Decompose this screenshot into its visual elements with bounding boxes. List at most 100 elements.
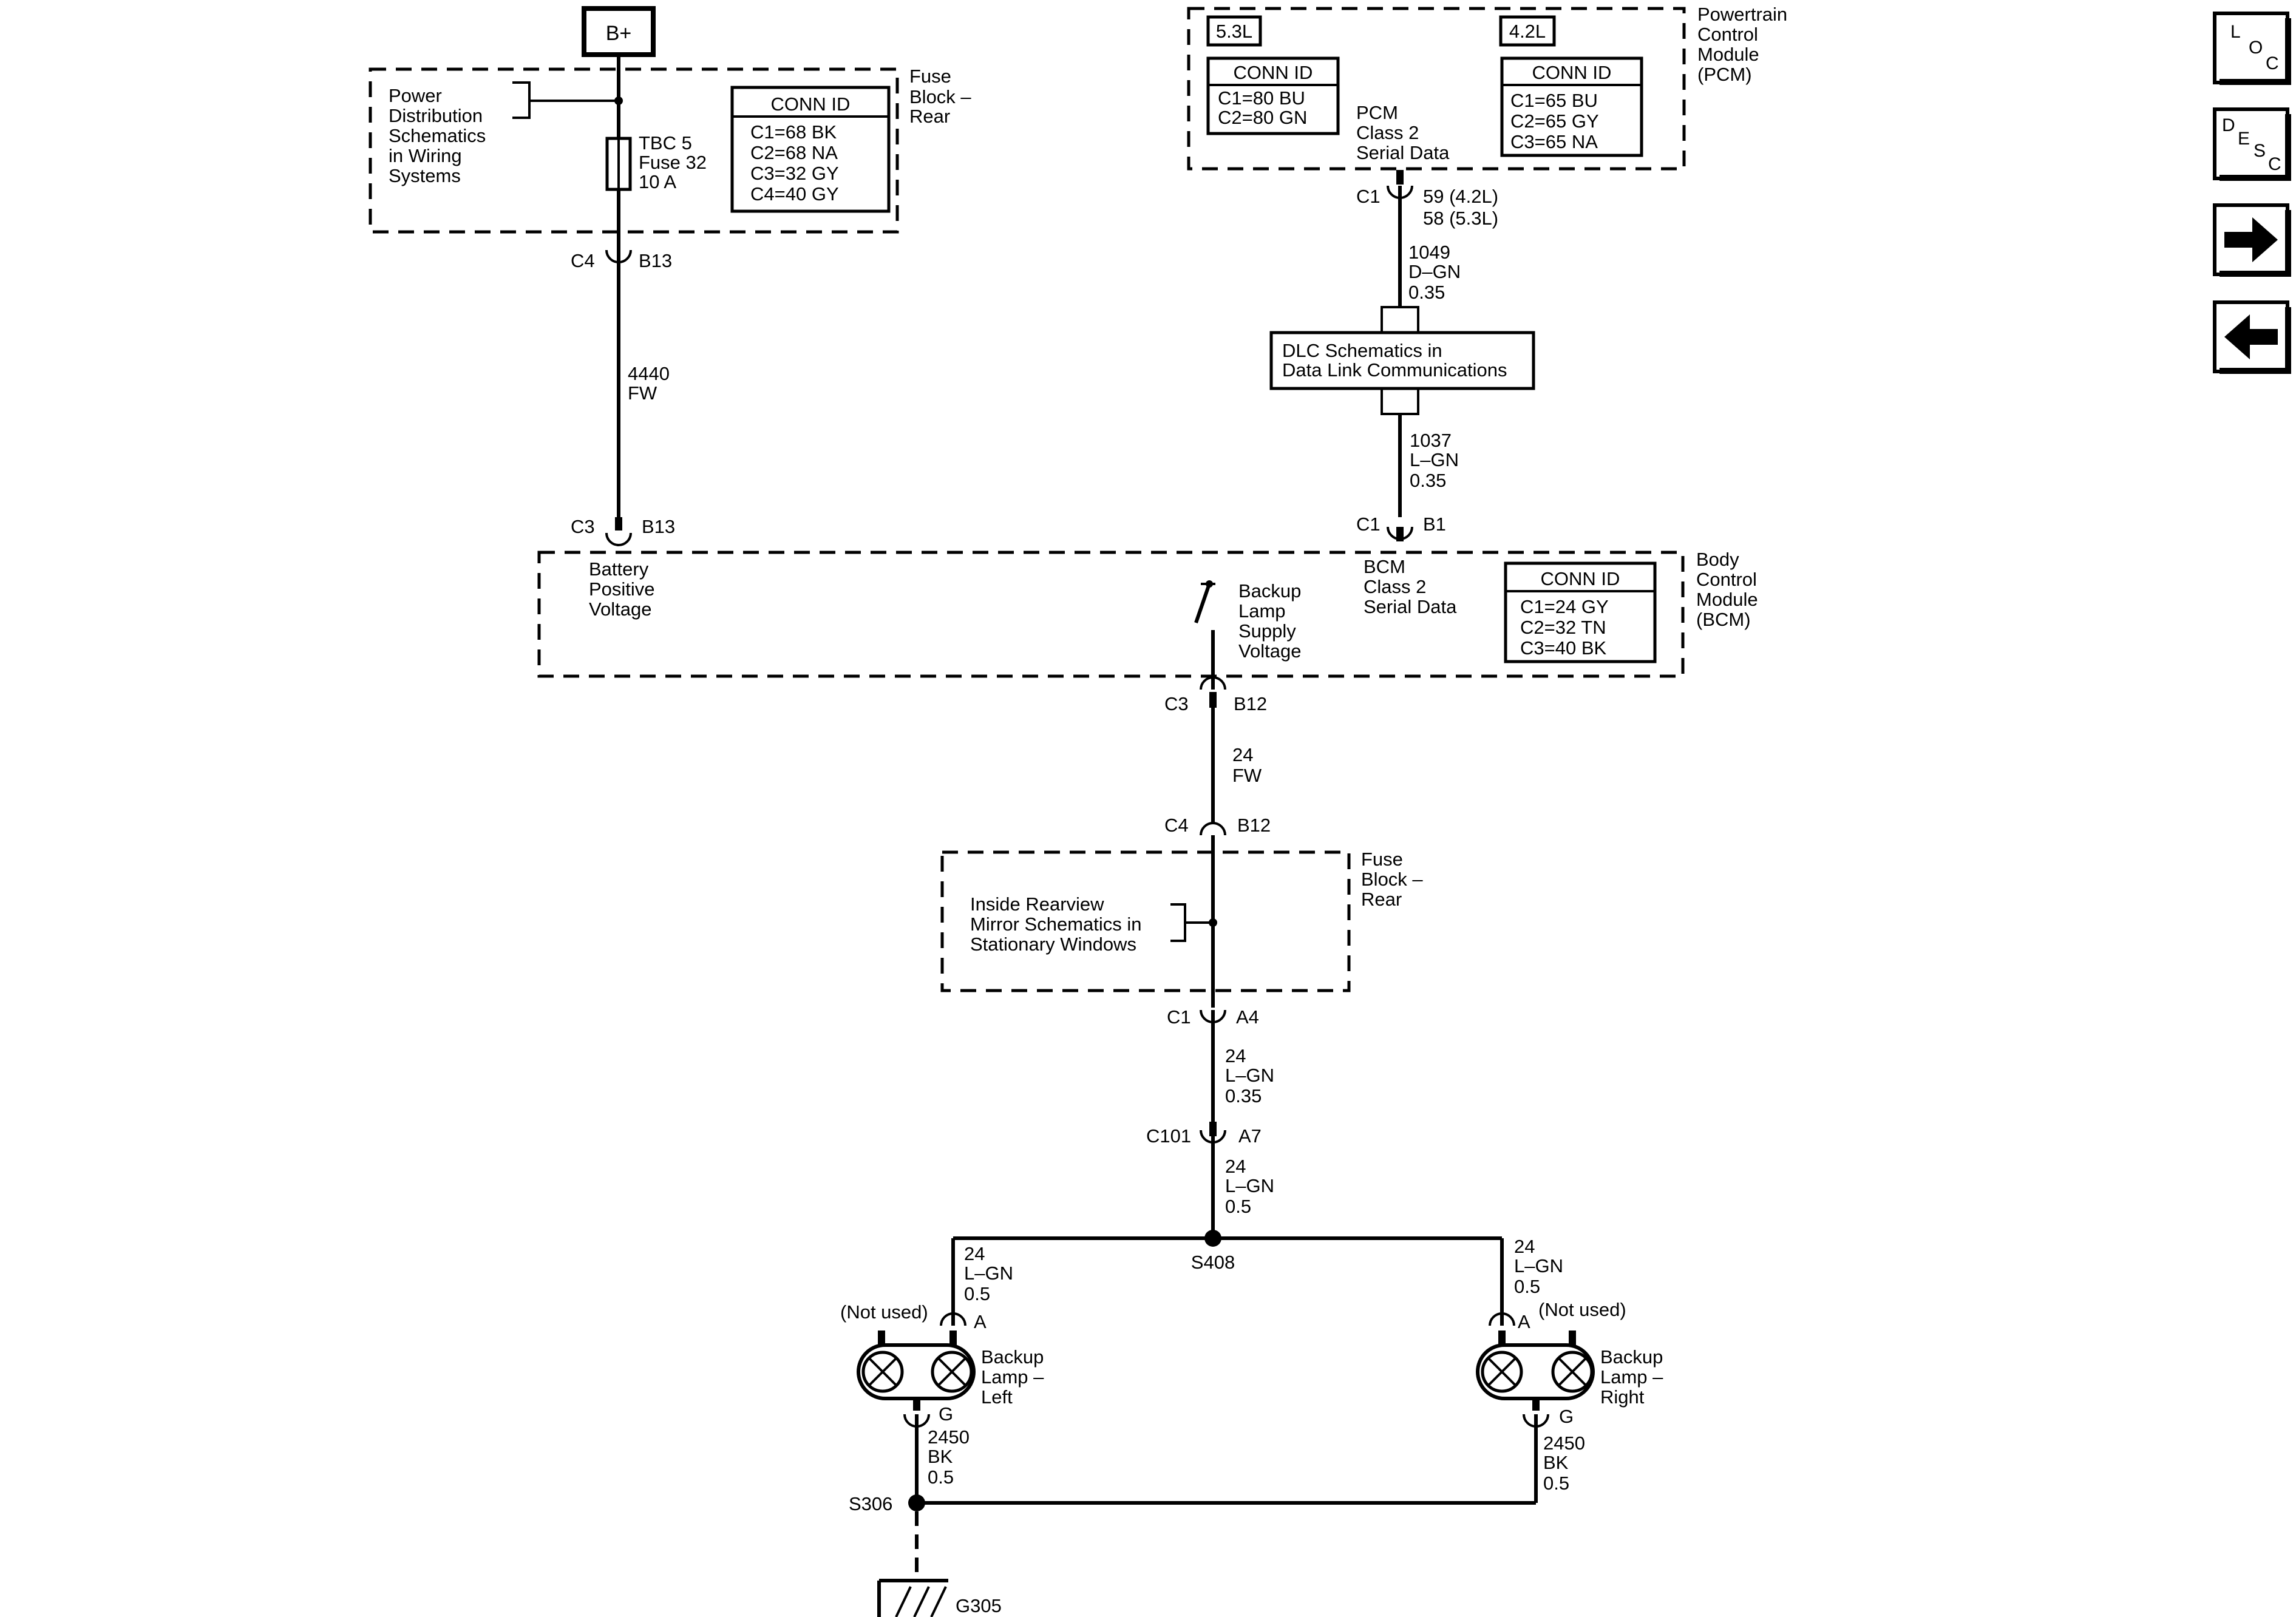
- pcm-title-2: Control: [1697, 24, 1758, 45]
- connector-c3-b12-conn: C3: [1164, 693, 1189, 714]
- fuse-block-top-conn-row-2: C2=68 NA: [750, 142, 838, 163]
- back-button[interactable]: [2213, 300, 2291, 374]
- fuse-block-mid-outline: [940, 850, 1351, 992]
- dlc-text-2: Data Link Communications: [1282, 359, 1507, 381]
- wire-24-b-num: 24: [1225, 1156, 1246, 1177]
- connector-c3-b13: C3 B13: [571, 516, 675, 546]
- splice-s408: S408: [951, 1230, 1504, 1311]
- bcm-battery-label-1: Battery: [589, 558, 649, 580]
- connector-c4-b12-pin: B12: [1237, 815, 1271, 836]
- connector-pcm-pin-2: 58 (5.3L): [1423, 208, 1498, 229]
- wire-2450-left-size: 0.5: [928, 1466, 954, 1488]
- pcm-conn-4-2l-row-3: C3=65 NA: [1510, 131, 1598, 152]
- lamp-left-pin-g: G: [939, 1403, 953, 1425]
- fuse-label-2: Fuse 32: [639, 152, 707, 173]
- wire-2450-left-num: 2450: [928, 1426, 970, 1448]
- fuse-label-3: 10 A: [639, 171, 676, 192]
- location-button[interactable]: L O C: [2213, 12, 2291, 85]
- arrow-right-icon: [2224, 217, 2278, 262]
- forward-button[interactable]: [2213, 203, 2291, 277]
- wire-1049-size: 0.35: [1408, 282, 1445, 303]
- bcm-title-1: Body: [1696, 549, 1739, 570]
- wire-2450-right-num: 2450: [1543, 1432, 1585, 1454]
- description-button[interactable]: D E S C: [2213, 107, 2291, 181]
- ground-g305-label: G305: [956, 1595, 1002, 1616]
- connector-c4-b13-pin: B13: [639, 250, 672, 271]
- bcm-switch-label-3: Supply: [1238, 620, 1296, 642]
- fuse-block-top-conn-row-1: C1=68 BK: [750, 121, 837, 143]
- bcm-outline: [537, 551, 1685, 678]
- pcm-title-4: (PCM): [1697, 64, 1752, 85]
- fuse-block-mid-title-3: Rear: [1361, 889, 1402, 910]
- bcm-conn-row-1: C1=24 GY: [1520, 596, 1609, 617]
- dlc-reference: DLC Schematics in Data Link Communicatio…: [1269, 331, 1535, 390]
- pcm-tag-5-3l-text: 5.3L: [1216, 21, 1252, 42]
- connector-c4-b13-conn: C4: [571, 250, 595, 271]
- bcm-title-2: Control: [1696, 569, 1757, 590]
- power-dist-ref-1: Power: [389, 85, 442, 106]
- pcm-data-label-1: PCM: [1356, 102, 1398, 123]
- wire-1037-num: 1037: [1410, 430, 1452, 451]
- bcm-switch-label-4: Voltage: [1238, 640, 1301, 662]
- wire-1049-color: D–GN: [1408, 261, 1461, 282]
- connector-c1-a4-pin: A4: [1236, 1006, 1259, 1028]
- pcm-conn-4-2l-header: CONN ID: [1532, 62, 1612, 83]
- connector-c101-a7: C101 A7: [1146, 1122, 1262, 1238]
- lamp-right-label-3: Right: [1600, 1386, 1645, 1408]
- fuse-block-top: B+ Fuse Block – Rear Power Distribution …: [369, 6, 971, 250]
- fuse-block-top-conn-row-3: C3=32 GY: [750, 163, 839, 184]
- description-letter-s: S: [2254, 141, 2266, 161]
- bcm-battery-label-3: Voltage: [589, 598, 651, 620]
- dlc-box: [1269, 331, 1535, 390]
- fuse-block-top-title-1: Fuse: [909, 66, 951, 87]
- connector-c101-a7-conn: C101: [1146, 1125, 1191, 1147]
- wire-4440-color: FW: [628, 382, 657, 404]
- fuse-block-top-conn-id: [730, 86, 891, 213]
- wire-24-a-color: L–GN: [1225, 1065, 1274, 1086]
- lamp-right-not-used: (Not used): [1538, 1299, 1626, 1320]
- connector-c3-b13-conn: C3: [571, 516, 595, 537]
- splice-s408-label: S408: [1191, 1252, 1235, 1273]
- pcm-conn-5-3l-header: CONN ID: [1234, 62, 1313, 83]
- wire-24-left-size: 0.5: [964, 1283, 990, 1304]
- fuse-block-top-title-2: Block –: [909, 86, 971, 107]
- connector-c4-b13: C4 B13: [571, 249, 672, 517]
- wire-24-a-num: 24: [1225, 1045, 1246, 1066]
- bcm-data-label-2: Class 2: [1364, 576, 1426, 597]
- fuse-block-top-conn-row-4: C4=40 GY: [750, 183, 839, 205]
- connector-c3-b13-pin: B13: [642, 516, 675, 537]
- lamp-right-label-1: Backup: [1600, 1346, 1663, 1368]
- description-letter-d: D: [2222, 115, 2235, 135]
- fuse-label-1: TBC 5: [639, 132, 692, 154]
- mirror-ref-3: Stationary Windows: [970, 934, 1136, 955]
- location-letter-o: O: [2249, 38, 2263, 58]
- mirror-ref-2: Mirror Schematics in: [970, 914, 1142, 935]
- pcm-title-3: Module: [1697, 44, 1759, 65]
- lamp-right-pin-g: G: [1559, 1406, 1574, 1427]
- wire-1037-size: 0.35: [1410, 470, 1446, 491]
- wire-24-left-color: L–GN: [964, 1263, 1013, 1284]
- wire-4440-num: 4440: [628, 363, 670, 384]
- pcm-data-label-3: Serial Data: [1356, 142, 1450, 163]
- pcm-data-label-2: Class 2: [1356, 122, 1419, 143]
- lamp-right-bulb-2-icon: [1551, 1351, 1594, 1393]
- bcm-switch-label-2: Lamp: [1238, 600, 1286, 622]
- connector-c1-b1: C1 B1: [1356, 514, 1446, 541]
- wire-24-fw-num: 24: [1232, 744, 1253, 765]
- wire-24-fw-color: FW: [1232, 765, 1262, 786]
- pcm-module: Powertrain Control Module (PCM) 5.3L CON…: [1187, 4, 1787, 171]
- lamp-left-label-3: Left: [981, 1386, 1013, 1408]
- pcm-conn-4-2l-row-1: C1=65 BU: [1510, 90, 1598, 111]
- connector-c1-a4: C1 A4: [1167, 1006, 1259, 1122]
- wire-2450-left-color: BK: [928, 1446, 953, 1467]
- power-dist-ref-3: Schematics: [389, 125, 486, 146]
- wire-2450-right-color: BK: [1543, 1452, 1569, 1473]
- wire-24-right-num: 24: [1514, 1236, 1535, 1257]
- power-dist-ref-4: in Wiring: [389, 145, 462, 166]
- pcm-title-1: Powertrain: [1697, 4, 1787, 25]
- connector-c101-a7-pin: A7: [1238, 1125, 1262, 1147]
- bcm-conn-row-2: C2=32 TN: [1520, 617, 1606, 638]
- pcm-outline: [1187, 7, 1686, 171]
- connector-c1-a4-conn: C1: [1167, 1006, 1191, 1028]
- bcm-title-4: (BCM): [1696, 609, 1751, 630]
